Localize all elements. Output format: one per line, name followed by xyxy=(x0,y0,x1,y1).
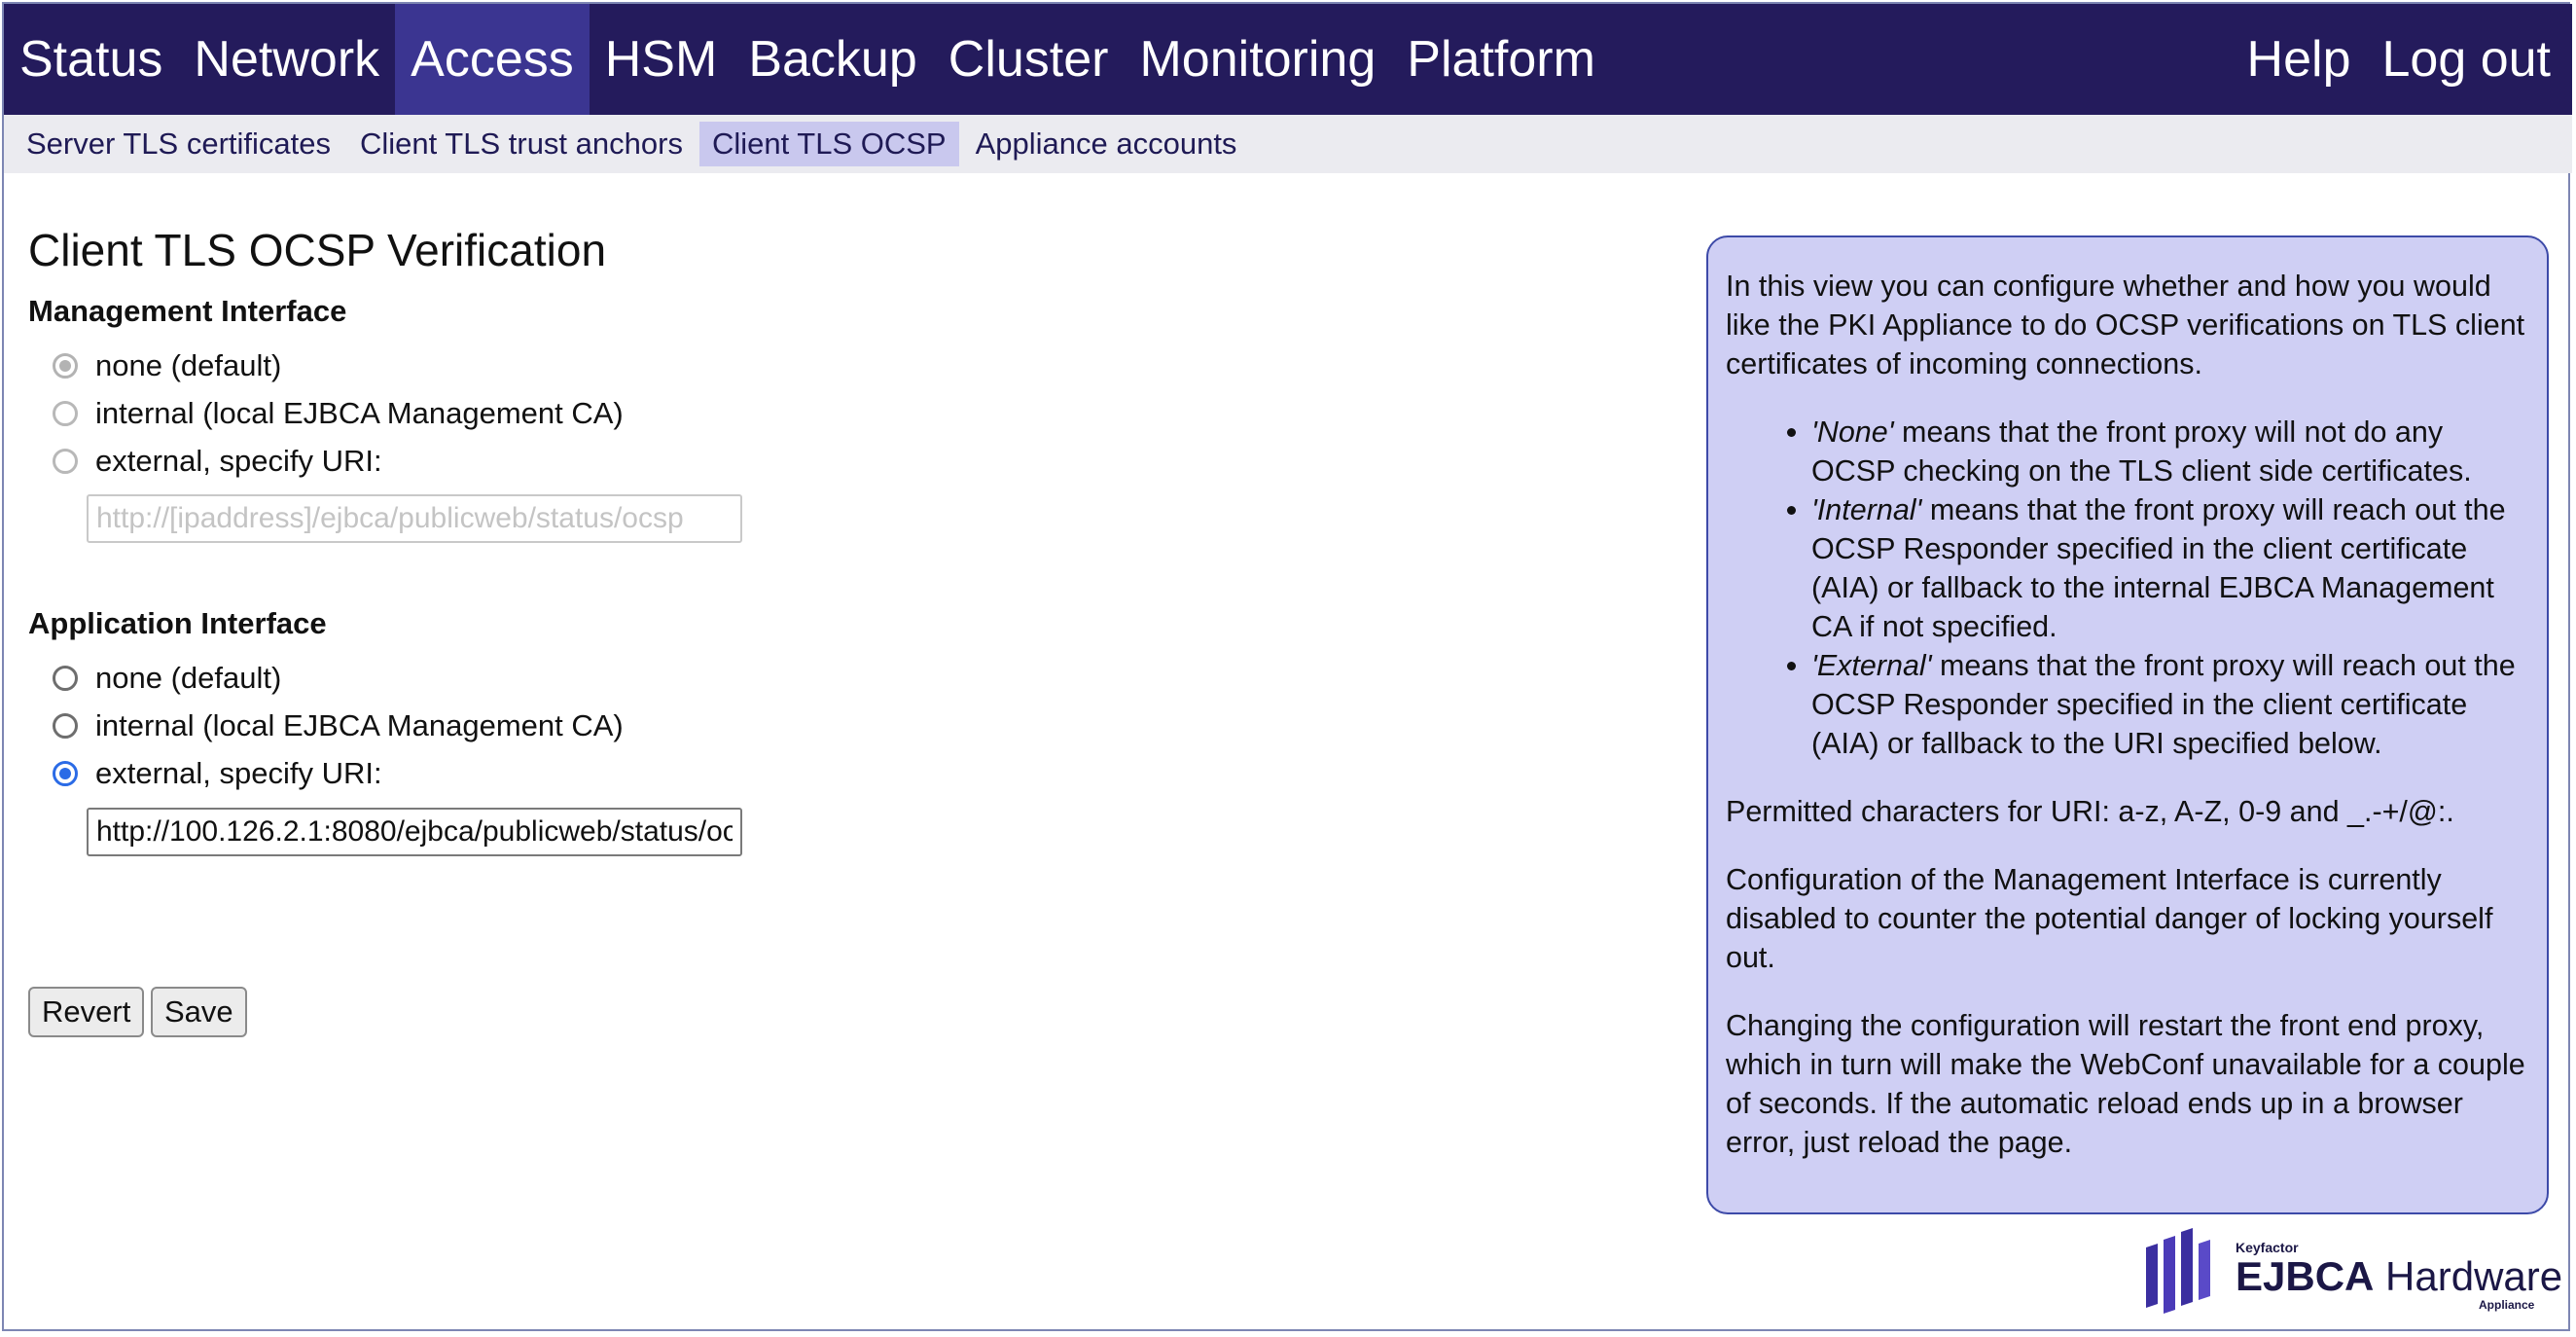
mgmt-uri-input[interactable] xyxy=(87,494,742,543)
save-button[interactable]: Save xyxy=(151,987,247,1037)
application-interface-title: Application Interface xyxy=(28,606,327,640)
mgmt-radio-internal[interactable] xyxy=(53,401,78,426)
nav-cluster[interactable]: Cluster xyxy=(948,31,1109,88)
logo-sub: Appliance xyxy=(2479,1298,2535,1312)
help-term: 'None' xyxy=(1811,416,1894,449)
logo-brand: EJBCA Hardware xyxy=(2236,1253,2562,1300)
app-option-none-label: none (default) xyxy=(95,661,282,695)
nav-status[interactable]: Status xyxy=(19,31,163,88)
app-option-external[interactable]: external, specify URI: xyxy=(53,756,382,791)
top-navigation: Status Network Access HSM Backup Cluster… xyxy=(4,4,2572,115)
revert-button[interactable]: Revert xyxy=(28,987,145,1037)
mgmt-option-none[interactable]: none (default) xyxy=(53,348,281,383)
app-option-internal[interactable]: internal (local EJBCA Management CA) xyxy=(53,708,624,743)
help-intro: In this view you can configure whether a… xyxy=(1726,270,2525,380)
mgmt-radio-none[interactable] xyxy=(53,353,78,379)
nav-network[interactable]: Network xyxy=(194,31,380,88)
help-bullet-external: 'External' means that the front proxy wi… xyxy=(1811,646,2531,763)
help-term: 'Internal' xyxy=(1811,493,1922,526)
app-option-internal-label: internal (local EJBCA Management CA) xyxy=(95,708,624,742)
mgmt-option-external-label: external, specify URI: xyxy=(95,444,382,478)
help-permitted-chars: Permitted characters for URI: a-z, A-Z, … xyxy=(1726,795,2454,828)
app-option-external-label: external, specify URI: xyxy=(95,756,382,790)
help-text: means that the front proxy will not do a… xyxy=(1811,416,2472,488)
nav-logout[interactable]: Log out xyxy=(2381,31,2552,88)
mgmt-option-external[interactable]: external, specify URI: xyxy=(53,444,382,479)
nav-monitoring[interactable]: Monitoring xyxy=(1139,31,1377,88)
app-option-none[interactable]: none (default) xyxy=(53,661,281,696)
help-term: 'External' xyxy=(1811,649,1932,682)
subnav-client-tls-ocsp[interactable]: Client TLS OCSP xyxy=(698,122,959,166)
help-restart-note: Changing the configuration will restart … xyxy=(1726,1009,2525,1159)
nav-access[interactable]: Access xyxy=(395,4,590,115)
subnav-server-tls-certificates[interactable]: Server TLS certificates xyxy=(26,126,331,161)
mgmt-option-none-label: none (default) xyxy=(95,348,282,382)
logo-brand-bold: EJBCA xyxy=(2236,1253,2375,1299)
app-radio-none[interactable] xyxy=(53,666,78,691)
ejbca-logo-mark-icon xyxy=(2146,1228,2210,1314)
management-interface-title: Management Interface xyxy=(28,294,347,328)
help-bullet-internal: 'Internal' means that the front proxy wi… xyxy=(1811,490,2531,646)
subnav-appliance-accounts[interactable]: Appliance accounts xyxy=(975,126,1237,161)
nav-help[interactable]: Help xyxy=(2246,31,2351,88)
help-text: means that the front proxy will reach ou… xyxy=(1811,649,2516,760)
nav-spacer xyxy=(1611,4,2232,115)
page-title: Client TLS OCSP Verification xyxy=(28,225,607,275)
mgmt-option-internal-label: internal (local EJBCA Management CA) xyxy=(95,396,624,430)
help-panel: In this view you can configure whether a… xyxy=(1706,235,2549,1214)
nav-platform[interactable]: Platform xyxy=(1407,31,1595,88)
help-mgmt-note: Configuration of the Management Interfac… xyxy=(1726,863,2493,974)
mgmt-radio-external[interactable] xyxy=(53,449,78,474)
logo-company: Keyfactor xyxy=(2236,1240,2299,1255)
subnav-client-tls-trust-anchors[interactable]: Client TLS trust anchors xyxy=(359,126,683,161)
nav-hsm[interactable]: HSM xyxy=(604,31,718,88)
help-text: means that the front proxy will reach ou… xyxy=(1811,493,2506,643)
mgmt-option-internal[interactable]: internal (local EJBCA Management CA) xyxy=(53,396,624,431)
app-radio-external[interactable] xyxy=(53,761,78,786)
logo-brand-light: Hardware xyxy=(2374,1253,2563,1299)
help-bullet-none: 'None' means that the front proxy will n… xyxy=(1811,413,2531,490)
nav-backup[interactable]: Backup xyxy=(748,31,917,88)
sub-navigation: Server TLS certificates Client TLS trust… xyxy=(4,115,2572,173)
app-uri-input[interactable] xyxy=(87,808,742,856)
help-option-list: 'None' means that the front proxy will n… xyxy=(1726,413,2531,763)
ejbca-logo: Keyfactor EJBCA Hardware Appliance xyxy=(2144,1226,2562,1314)
app-radio-internal[interactable] xyxy=(53,713,78,739)
